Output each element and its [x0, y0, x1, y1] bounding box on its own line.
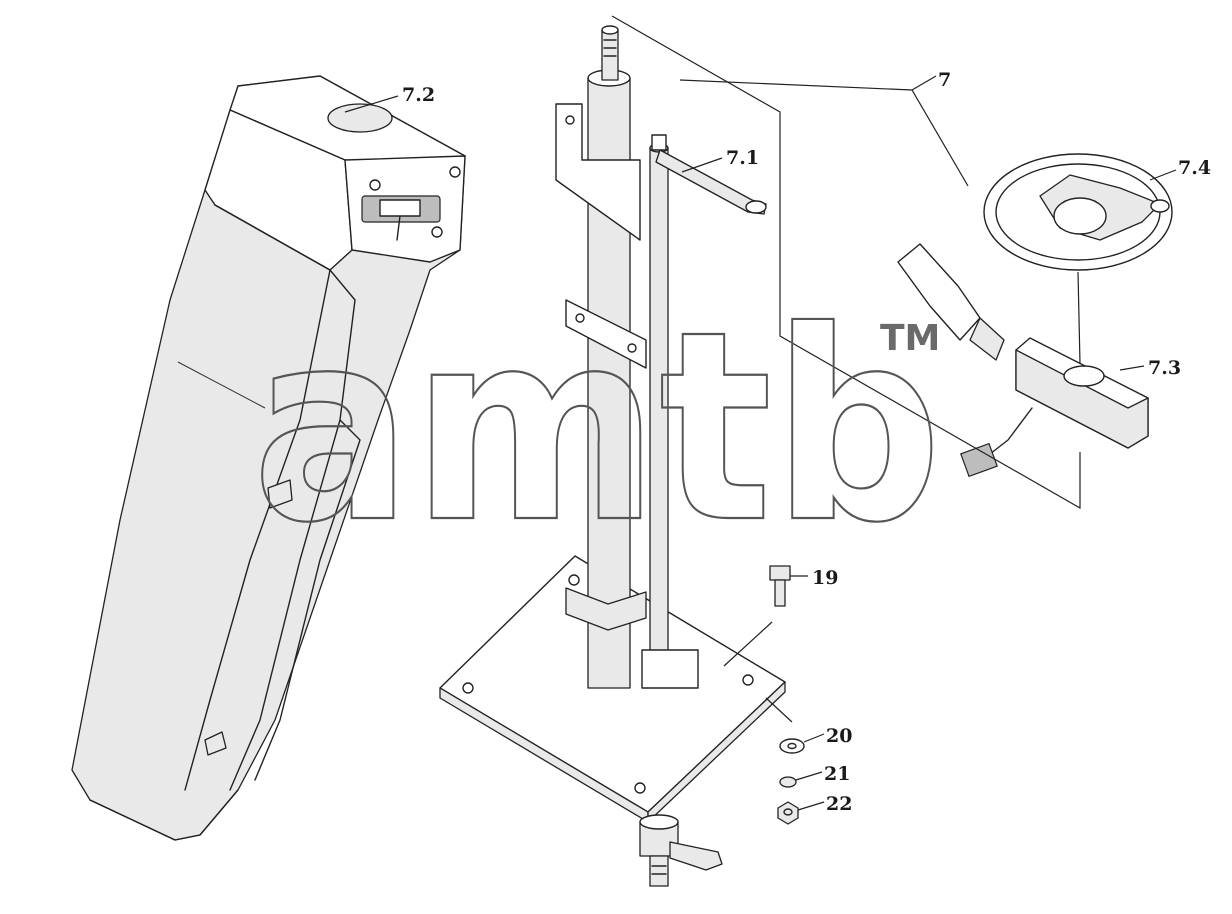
part-labels: 7 7.1 7.2 7.3 7.4 19 20 21 22	[402, 69, 1211, 815]
tilt-lever-7-1	[655, 149, 767, 215]
label-7-4: 7.4	[1178, 157, 1211, 179]
label-7-1: 7.1	[726, 147, 759, 169]
label-22: 22	[826, 793, 852, 815]
watermark-text: amtb	[252, 275, 942, 580]
label-19: 19	[812, 567, 838, 589]
label-7-2: 7.2	[402, 84, 435, 106]
console-housing-7-2	[71, 75, 466, 841]
watermark-tm: TM	[880, 318, 940, 359]
label-21: 21	[824, 763, 850, 785]
label-7-3: 7.3	[1148, 357, 1181, 379]
steering-wheel-7-4	[983, 153, 1177, 365]
fasteners	[769, 565, 825, 825]
steering-column	[439, 25, 786, 887]
combination-switch-7-3	[897, 243, 1149, 478]
label-assembly-7: 7	[938, 69, 951, 91]
label-20: 20	[826, 725, 852, 747]
watermark-logo: amtb TM	[251, 274, 943, 581]
assembly-leader-lines	[611, 15, 1081, 723]
